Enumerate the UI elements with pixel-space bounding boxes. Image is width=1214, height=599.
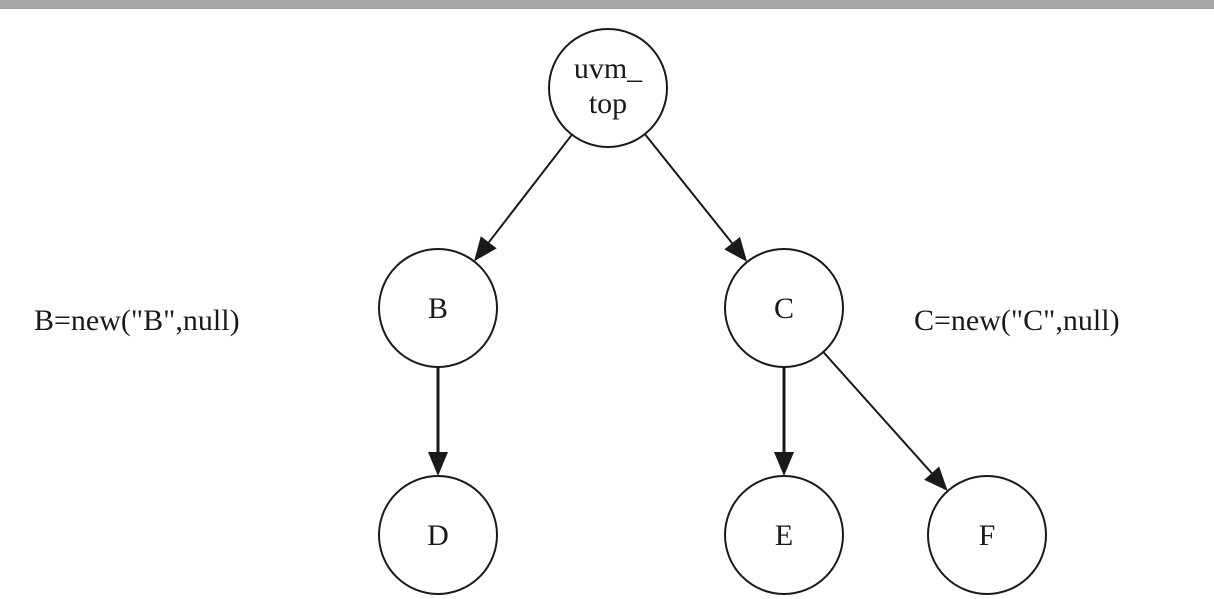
top-band	[0, 0, 1214, 9]
node-b-circle	[378, 248, 498, 368]
node-c-label: C	[774, 292, 794, 325]
node-d-circle	[378, 475, 498, 595]
node-uvm-top-circle	[548, 28, 668, 148]
edges-layer	[428, 133, 948, 491]
node-f: F	[927, 475, 1047, 595]
edge-uvm-top-to-c	[644, 133, 733, 244]
edge-c-to-f	[822, 351, 933, 474]
annotation-b-constructor: B=new("B",null)	[34, 304, 240, 337]
node-c: C	[724, 248, 844, 368]
node-c-circle	[724, 248, 844, 368]
annotations-layer: B=new("B",null) C=new("C",null)	[34, 304, 1120, 337]
node-b-label: B	[428, 292, 448, 325]
node-e: E	[724, 475, 844, 595]
node-d: D	[378, 475, 498, 595]
arrowhead-c-to-f	[924, 466, 948, 491]
edge-uvm-top-to-b	[488, 134, 573, 243]
node-f-circle	[927, 475, 1047, 595]
node-uvm-top: uvm_ top	[548, 28, 668, 148]
node-d-label: D	[427, 519, 449, 552]
node-uvm-top-label-line-1: uvm_	[574, 52, 643, 85]
node-e-label: E	[775, 519, 793, 552]
arrowhead-uvm-top-to-c	[724, 236, 748, 262]
arrowhead-uvm-top-to-b	[474, 236, 497, 262]
node-uvm-top-label-line-2: top	[589, 87, 627, 120]
node-f-label: F	[979, 519, 996, 552]
arrowhead-c-to-e	[774, 452, 794, 476]
nodes-layer: uvm_ top B C D E F	[378, 28, 1047, 595]
node-e-circle	[724, 475, 844, 595]
arrowhead-b-to-d	[428, 452, 448, 476]
node-b: B	[378, 248, 498, 368]
annotation-c-constructor: C=new("C",null)	[914, 304, 1120, 337]
